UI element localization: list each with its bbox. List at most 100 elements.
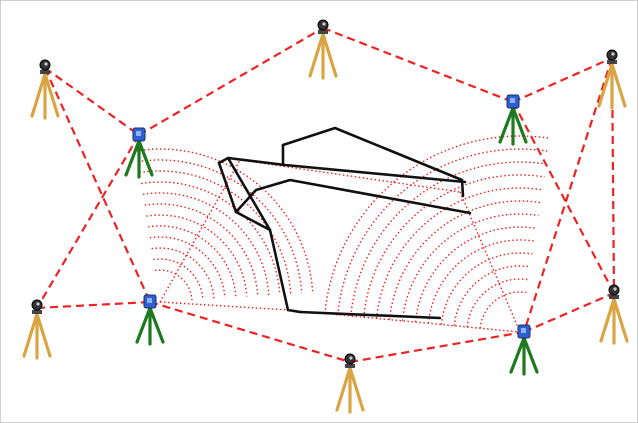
tripod-leg-1	[599, 297, 616, 343]
laser-scanner-icon-3	[135, 294, 165, 346]
tripod-leg-3	[43, 72, 60, 118]
survey-line-13	[522, 57, 614, 333]
scanner-lens	[521, 328, 526, 333]
scanner-lens	[510, 98, 515, 103]
survey-line-6	[36, 134, 140, 309]
laser-scanner-icon-2	[498, 94, 528, 146]
scan-arc-right-10	[363, 174, 545, 318]
total-station-icon-3	[597, 49, 627, 110]
scan-arc-right-12	[337, 148, 549, 315]
scan-arc-left-1	[154, 269, 193, 301]
survey-line-10	[523, 291, 615, 334]
instrument-lens	[36, 302, 40, 306]
scan-arc-right-11	[350, 161, 547, 317]
instrument-lens	[613, 287, 617, 291]
tripod-leg-3	[321, 32, 338, 78]
instrument-base	[607, 60, 617, 64]
scan-arc-right-5	[427, 239, 535, 324]
hull-deck-edge	[226, 156, 467, 184]
survey-line-12	[512, 101, 615, 294]
laser-scanner-icon-4	[509, 324, 539, 376]
tripod-leg-1	[124, 139, 141, 177]
hull-bottom-line	[286, 308, 442, 320]
instrument-base	[318, 30, 328, 34]
survey-line-7	[36, 300, 151, 310]
scan-boundary-line-1	[159, 159, 241, 303]
tripod-leg-1	[509, 336, 526, 374]
scan-arc-left-9	[141, 181, 281, 295]
instrument-base	[609, 295, 619, 299]
instrument-base	[32, 310, 42, 314]
scan-arc-right-1	[479, 291, 527, 329]
scan-boundary-line-2	[159, 301, 289, 311]
scan-arc-left-3	[151, 247, 215, 299]
scan-arc-right-13	[324, 135, 551, 314]
tripod-leg-1	[597, 62, 614, 108]
tripod-leg-3	[137, 139, 154, 177]
scan-arc-right-7	[401, 213, 539, 321]
scan-coverage-right	[324, 135, 551, 329]
scan-arc-left-6	[146, 214, 248, 297]
survey-line-4	[512, 56, 613, 104]
instrument-base	[40, 70, 50, 74]
total-station-icon-4	[22, 299, 52, 360]
scan-arc-left-5	[147, 225, 237, 298]
survey-line-5	[43, 67, 152, 303]
scan-arc-left-8	[142, 192, 270, 296]
hull-cabin-top	[281, 126, 465, 198]
tripod-leg-3	[35, 312, 52, 358]
total-station-icon-6	[599, 284, 629, 345]
survey-line-2	[138, 27, 324, 136]
scan-arc-right-3	[453, 265, 531, 326]
instrument-lens	[44, 62, 48, 66]
total-station-icon-2	[308, 19, 338, 80]
scan-coverage-left	[135, 148, 314, 301]
scan-coverage-boundary	[159, 159, 521, 333]
laser-scanner-icon-1	[124, 127, 154, 179]
hull-stem-line	[217, 161, 272, 232]
tripod-leg-3	[610, 62, 627, 108]
tripod-leg-1	[308, 32, 325, 78]
tripod-leg-3	[522, 336, 539, 374]
tripod-leg-1	[335, 366, 352, 412]
tripod-leg-1	[22, 312, 39, 358]
survey-line-9	[349, 330, 525, 364]
tripods-layer	[22, 19, 629, 414]
boat-hull	[217, 126, 472, 320]
instrument-lens	[611, 52, 615, 56]
tripod-leg-1	[30, 72, 47, 118]
scanner-lens	[147, 298, 152, 303]
scan-arc-left-7	[144, 203, 259, 296]
instrument-base	[345, 364, 355, 368]
scan-arc-left-12	[135, 148, 314, 293]
tripod-leg-1	[135, 306, 152, 344]
hull-keel-line	[217, 156, 290, 312]
scan-arc-right-6	[414, 226, 537, 323]
scan-arc-right-4	[440, 252, 533, 325]
scan-arc-left-10	[139, 170, 292, 294]
scan-boundary-line-4	[239, 159, 461, 193]
tripod-leg-3	[612, 297, 629, 343]
scan-boundary-line-3	[287, 309, 521, 333]
scan-arc-right-2	[466, 278, 529, 328]
tripod-leg-3	[511, 106, 528, 144]
instrument-lens	[322, 22, 326, 26]
tripod-leg-3	[148, 306, 165, 344]
total-station-icon-1	[30, 59, 60, 120]
survey-network-lines	[36, 26, 616, 364]
survey-line-1	[44, 67, 140, 136]
scan-arc-right-9	[375, 187, 543, 319]
scan-arc-left-11	[137, 159, 303, 294]
survey-line-8	[149, 300, 351, 364]
tripod-leg-3	[348, 366, 365, 412]
tripod-leg-1	[498, 106, 515, 144]
scanner-lens	[136, 131, 141, 136]
scan-arc-right-8	[388, 200, 541, 320]
scan-boundary-line-5	[459, 191, 521, 333]
survey-line-3	[322, 26, 514, 104]
total-station-icon-5	[335, 353, 365, 414]
scan-arc-left-2	[153, 258, 204, 300]
scan-arc-left-4	[149, 236, 226, 298]
instrument-lens	[349, 356, 353, 360]
